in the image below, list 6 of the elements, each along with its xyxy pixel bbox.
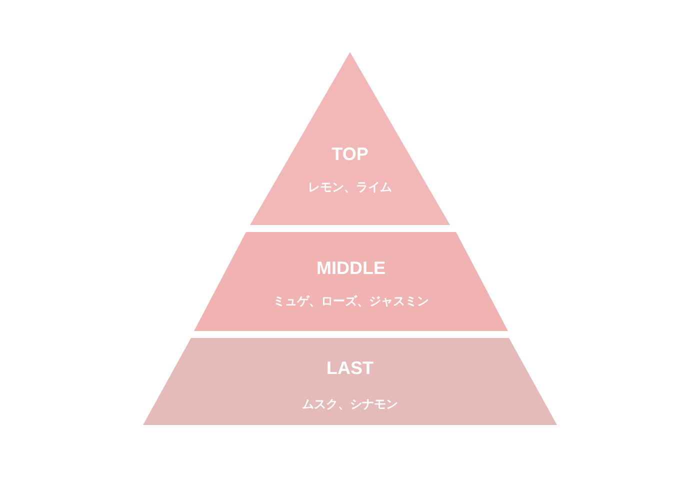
tier-description: ムスク、シナモン: [302, 396, 398, 413]
tier-title: TOP: [332, 144, 368, 165]
tier-description: ミュゲ、ローズ、ジャスミン: [273, 293, 429, 310]
tier-description: レモン、ライム: [308, 179, 392, 196]
tier-title: LAST: [326, 358, 374, 379]
tier-title: MIDDLE: [316, 258, 386, 279]
